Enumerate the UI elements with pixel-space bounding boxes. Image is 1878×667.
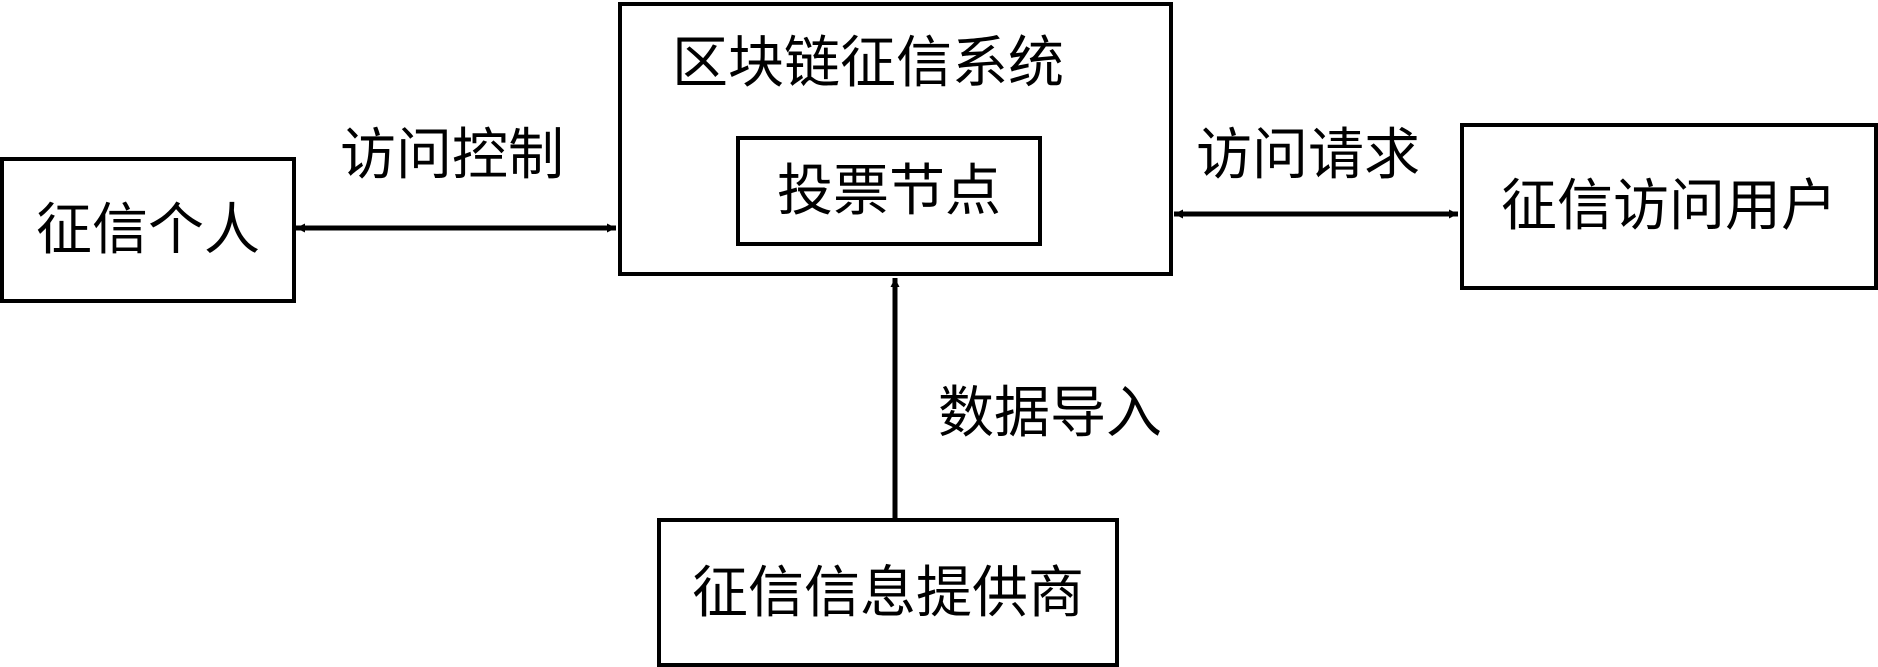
individual-label: 征信个人 bbox=[36, 198, 260, 263]
individual-box: 征信个人 bbox=[0, 157, 296, 303]
info-provider-label: 征信信息提供商 bbox=[692, 561, 1084, 626]
info-provider-box: 征信信息提供商 bbox=[657, 518, 1119, 667]
access-request-label: 访问请求 bbox=[1196, 123, 1420, 188]
voting-node-label: 投票节点 bbox=[777, 159, 1001, 224]
blockchain-system-title: 区块链征信系统 bbox=[672, 31, 1064, 96]
data-import-label: 数据导入 bbox=[938, 381, 1162, 446]
access-user-box: 征信访问用户 bbox=[1460, 123, 1878, 290]
voting-node-box: 投票节点 bbox=[736, 136, 1042, 246]
blockchain-system-box: 区块链征信系统 投票节点 bbox=[618, 2, 1173, 276]
access-user-label: 征信访问用户 bbox=[1501, 174, 1837, 239]
access-control-label: 访问控制 bbox=[340, 123, 564, 188]
